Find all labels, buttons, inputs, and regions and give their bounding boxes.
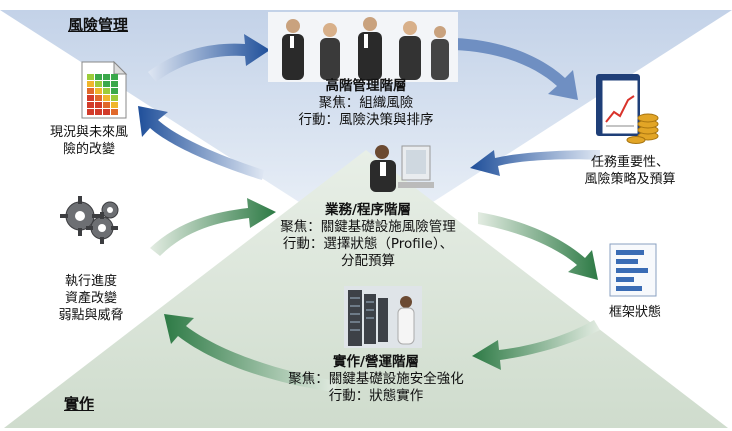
operations-tier-focus: 聚焦：關鍵基礎設施安全強化 xyxy=(288,371,464,387)
current-future-label: 現況與未來風 險的改變 xyxy=(24,124,154,158)
executive-tier-focus: 聚焦：組織風險 xyxy=(318,95,414,111)
executive-tier: 高階管理階層 聚焦：組織風險 行動：風險決策與排序 xyxy=(246,78,486,129)
heatmap-cell xyxy=(95,74,102,80)
arrow-to-current-future xyxy=(138,106,264,180)
heatmap-cell xyxy=(111,74,118,80)
heatmap-cell xyxy=(111,109,118,115)
business-tier-focus: 聚焦：關鍵基礎設施風險管理 xyxy=(280,219,456,235)
business-tier: 業務/程序階層 聚焦：關鍵基礎設施風險管理 行動：選擇狀態（Profile）、 … xyxy=(248,202,488,270)
heatmap-cell xyxy=(87,95,94,101)
arrow-to-executives xyxy=(148,34,270,82)
execution-line3: 弱點與威脅 xyxy=(58,308,124,323)
execution-line2: 資產改變 xyxy=(64,291,117,306)
operations-tier: 實作/營運階層 聚焦：關鍵基礎設施安全強化 行動：狀態實作 xyxy=(266,354,486,405)
arrow-to-framework xyxy=(478,212,598,280)
business-tier-action: 行動：選擇狀態（Profile）、 xyxy=(282,236,454,252)
risk-heatmap-document-icon xyxy=(81,60,128,119)
arrow-from-execution xyxy=(150,198,276,256)
heatmap-cell xyxy=(87,102,94,108)
heatmap-cell xyxy=(111,102,118,108)
finance-binder-coins-icon xyxy=(596,74,659,144)
mission-line2: 風險策略及預算 xyxy=(584,172,676,187)
executive-tier-action: 行動：風險決策與排序 xyxy=(298,112,434,128)
heatmap-cell xyxy=(111,81,118,87)
execution-label: 執行進度 資產改變 弱點與威脅 xyxy=(36,273,146,324)
server-room-icon xyxy=(344,286,422,348)
framework-document-icon xyxy=(609,243,657,297)
computer-operator-icon xyxy=(370,145,434,192)
heatmap-cell xyxy=(103,102,110,108)
heatmap-cell xyxy=(103,88,110,94)
heatmap-cell xyxy=(103,109,110,115)
operations-tier-title: 實作/營運階層 xyxy=(333,354,419,370)
executive-tier-title: 高階管理階層 xyxy=(325,78,407,94)
business-people-icon xyxy=(268,12,458,82)
gears-icon xyxy=(60,196,119,244)
business-tier-title: 業務/程序階層 xyxy=(325,202,411,218)
heatmap-cell xyxy=(103,81,110,87)
implementation-heading: 實作 xyxy=(64,395,95,413)
current-future-line2: 險的改變 xyxy=(62,142,115,157)
operations-tier-action: 行動：狀態實作 xyxy=(328,388,424,404)
business-tier-action-cont: 分配預算 xyxy=(341,253,395,269)
arrow-to-budget xyxy=(455,38,578,100)
heatmap-cell xyxy=(95,88,102,94)
heatmap-cell xyxy=(111,88,118,94)
arrow-to-execution xyxy=(164,314,337,392)
heatmap-cell xyxy=(103,74,110,80)
heatmap-cell xyxy=(87,109,94,115)
risk-management-heading: 風險管理 xyxy=(68,16,129,34)
heatmap-cell xyxy=(87,81,94,87)
current-future-line1: 現況與未來風 xyxy=(49,125,128,140)
heatmap-cell xyxy=(87,74,94,80)
heatmap-cell xyxy=(111,95,118,101)
heatmap-cell xyxy=(87,88,94,94)
execution-line1: 執行進度 xyxy=(64,274,117,289)
heatmap-cell xyxy=(95,109,102,115)
framework-label: 框架狀態 xyxy=(608,305,661,320)
arrow-to-business-layer xyxy=(470,150,600,176)
arrow-to-operations-layer xyxy=(472,320,600,370)
heatmap-cell xyxy=(95,102,102,108)
mission-label: 任務重要性、 風險策略及預算 xyxy=(560,154,700,188)
heatmap-cell xyxy=(103,95,110,101)
heatmap-cell xyxy=(95,95,102,101)
heatmap-cell xyxy=(95,81,102,87)
mission-line1: 任務重要性、 xyxy=(590,155,669,170)
